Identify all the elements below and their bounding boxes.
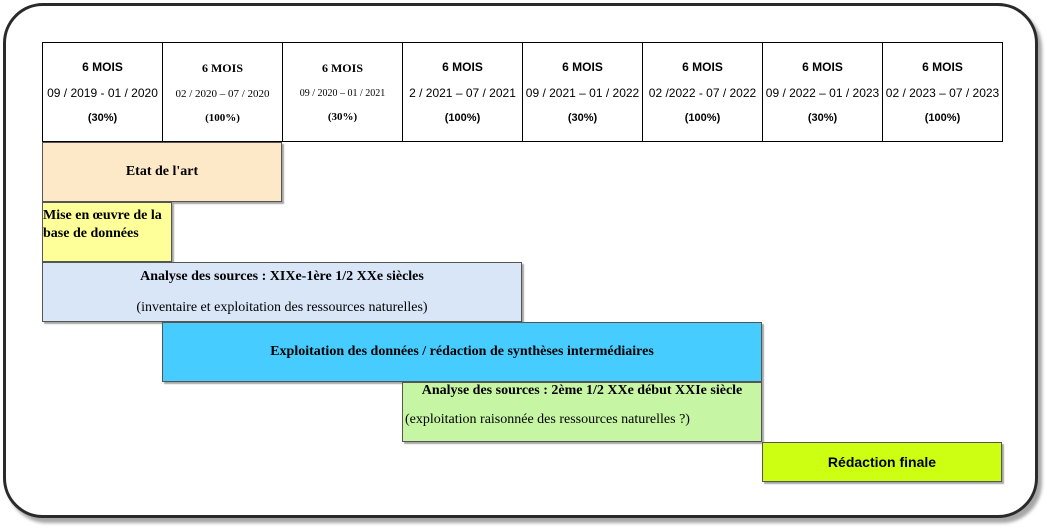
task-etat-de-l-art: Etat de l'art (42, 142, 282, 202)
task-label: Etat de l'art (125, 164, 199, 179)
period-duration: 6 MOIS (82, 60, 123, 74)
task-subtitle: (inventaire et exploitation des ressourc… (136, 300, 428, 315)
period-range: 02 / 2020 – 07 / 2020 (175, 87, 270, 100)
period-cell-8: 6 MOIS 02 / 2023 – 07 / 2023 (100%) (883, 43, 1002, 141)
task-title: Analyse des sources : 2ème 1/2 XXe début… (421, 383, 743, 398)
task-label-line-2: base de données (43, 226, 139, 241)
period-duration: 6 MOIS (321, 61, 363, 75)
period-range: 2 / 2021 – 07 / 2021 (409, 86, 516, 100)
timeline-header: 6 MOIS 09 / 2019 - 01 / 2020 (30%) 6 MOI… (42, 42, 1003, 142)
period-cell-5: 6 MOIS 09 / 2021 – 01 / 2022 (30%) (523, 43, 643, 141)
task-analyse-sources-2: Analyse des sources : 2ème 1/2 XXe début… (402, 382, 762, 442)
period-percent: (30%) (327, 111, 358, 123)
period-duration: 6 MOIS (442, 60, 483, 74)
task-analyse-sources-1: Analyse des sources : XIXe-1ère 1/2 XXe … (42, 262, 522, 322)
task-label-line-1: Mise en œuvre de la (43, 208, 162, 223)
period-percent: (30%) (567, 112, 598, 124)
period-range: 09 / 2020 – 01 / 2021 (299, 88, 386, 99)
task-label: Rédaction finale (827, 454, 937, 470)
period-percent: (100%) (205, 111, 240, 124)
period-cell-2: 6 MOIS 02 / 2020 – 07 / 2020 (100%) (163, 43, 283, 141)
period-duration: 6 MOIS (802, 60, 843, 74)
period-cell-3: 6 MOIS 09 / 2020 – 01 / 2021 (30%) (283, 43, 403, 141)
task-mise-en-oeuvre-base: Mise en œuvre de la base de données (42, 202, 172, 262)
period-range: 09 / 2019 - 01 / 2020 (47, 86, 158, 100)
period-duration: 6 MOIS (201, 60, 243, 75)
period-duration: 6 MOIS (922, 60, 963, 74)
period-cell-1: 6 MOIS 09 / 2019 - 01 / 2020 (30%) (43, 43, 163, 141)
period-range: 02 /2022 - 07 / 2022 (648, 86, 757, 100)
task-subtitle: (exploitation raisonnée des ressources n… (405, 412, 690, 427)
period-cell-6: 6 MOIS 02 /2022 - 07 / 2022 (100%) (643, 43, 763, 141)
task-label: Exploitation des données / rédaction de … (270, 344, 654, 359)
task-title: Analyse des sources : XIXe-1ère 1/2 XXe … (140, 269, 424, 284)
task-redaction-finale: Rédaction finale (762, 442, 1002, 482)
period-duration: 6 MOIS (562, 60, 603, 74)
period-duration: 6 MOIS (682, 60, 723, 74)
period-percent: (100%) (684, 112, 721, 124)
period-percent: (100%) (924, 112, 961, 124)
period-range: 02 / 2023 – 07 / 2023 (885, 86, 1000, 100)
period-range: 09 / 2021 – 01 / 2022 (525, 86, 640, 100)
period-percent: (30%) (807, 112, 838, 124)
period-range: 09 / 2022 – 01 / 2023 (765, 86, 880, 100)
period-cell-4: 6 MOIS 2 / 2021 – 07 / 2021 (100%) (403, 43, 523, 141)
period-percent: (100%) (444, 112, 481, 124)
period-cell-7: 6 MOIS 09 / 2022 – 01 / 2023 (30%) (763, 43, 883, 141)
task-exploitation-donnees: Exploitation des données / rédaction de … (162, 322, 762, 382)
period-percent: (30%) (87, 112, 118, 124)
